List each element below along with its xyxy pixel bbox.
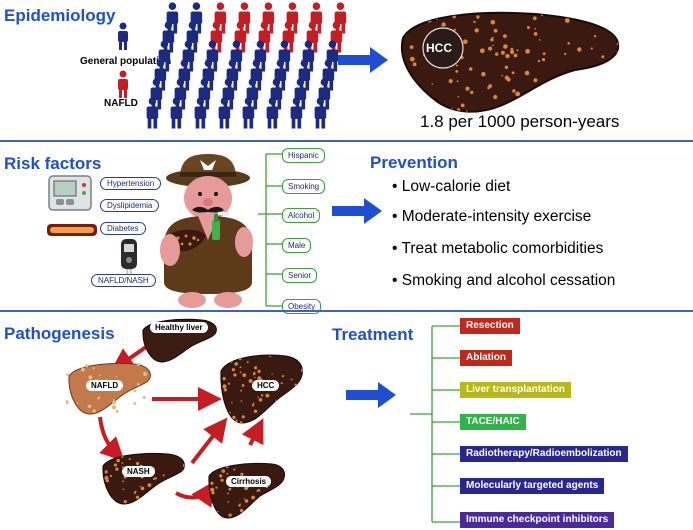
treatment-item: Ablation (460, 350, 512, 366)
prevention-arrow-icon (332, 198, 382, 224)
treatment-title: Treatment (332, 325, 414, 344)
epidemiology-arrow-icon (338, 47, 388, 73)
pathogenesis-arrows-icon (98, 345, 264, 508)
prevention-item: • Smoking and alcohol cessation (392, 272, 616, 289)
prevention-item: • Low-calorie diet (392, 178, 511, 195)
incidence-text: 1.8 per 1000 person-years (420, 112, 620, 131)
hcc-liver-icon (400, 11, 620, 113)
cirrhosis-node-label: Cirrhosis (226, 476, 272, 487)
treatment-bracket-icon (410, 325, 460, 523)
treatment-item: Molecularly targeted agents (460, 478, 605, 494)
risk-nafld-nash: NAFLD/NASH (91, 274, 156, 287)
legend-general-label: General population (80, 56, 172, 67)
blood-pressure-monitor-icon (48, 175, 92, 211)
risk-dyslipidemia: Dyslipidemia (100, 199, 160, 212)
divider-1 (0, 140, 693, 142)
prevention-item: • Treat metabolic comorbidities (392, 240, 604, 257)
prevention-item-text: Treat metabolic comorbidities (401, 240, 604, 257)
risk-bracket-icon (258, 153, 282, 307)
prevention-item-text: Smoking and alcohol cessation (401, 272, 616, 289)
treatment-item: TACE/HAIC (460, 414, 526, 430)
legend-nafld-label: NAFLD (104, 98, 138, 109)
prevention-item: • Moderate-intensity exercise (392, 208, 592, 225)
healthy-liver-label: Healthy liver (150, 322, 208, 333)
cowboy-figure-icon (160, 154, 253, 308)
lipid-vessel-icon (47, 224, 97, 236)
people-legend-nafld-icon (118, 70, 128, 98)
risk-hypertension: Hypertension (100, 177, 162, 190)
people-legend-general-icon (118, 22, 128, 50)
prevention-title: Prevention (370, 153, 458, 172)
risk-alcohol: Alcohol (282, 208, 321, 223)
prevention-item-text: Low-calorie diet (401, 178, 511, 195)
risk-senior: Senior (282, 268, 318, 283)
hcc-node-label: HCC (252, 380, 280, 391)
treatment-item: Liver transplantation (460, 382, 571, 398)
population-crowd-icon (146, 2, 347, 129)
nafld-liver-label: NAFLD (86, 380, 124, 391)
treatment-item: Immune checkpoint inhibitors (460, 512, 615, 528)
risk-diabetes: Diabetes (100, 222, 146, 235)
nash-node-label: NASH (122, 466, 155, 477)
nash-liver-icon (102, 452, 185, 505)
treatment-arrow-icon (346, 382, 396, 408)
treatment-item: Radiotherapy/Radioembolization (460, 446, 628, 462)
prevention-item-text: Moderate-intensity exercise (401, 208, 592, 225)
glucometer-icon (121, 239, 137, 275)
treatment-item: Resection (460, 318, 520, 334)
pathogenesis-title: Pathogenesis (4, 324, 115, 343)
risk-male: Male (282, 238, 312, 253)
cirrhosis-liver-icon (208, 462, 285, 519)
risk-hispanic: Hispanic (282, 148, 325, 163)
risk-factors-title: Risk factors (4, 154, 102, 173)
divider-2 (0, 310, 693, 312)
epidemiology-title: Epidemiology (4, 6, 116, 25)
risk-smoking: Smoking (282, 179, 326, 194)
hcc-label: HCC (426, 41, 452, 55)
